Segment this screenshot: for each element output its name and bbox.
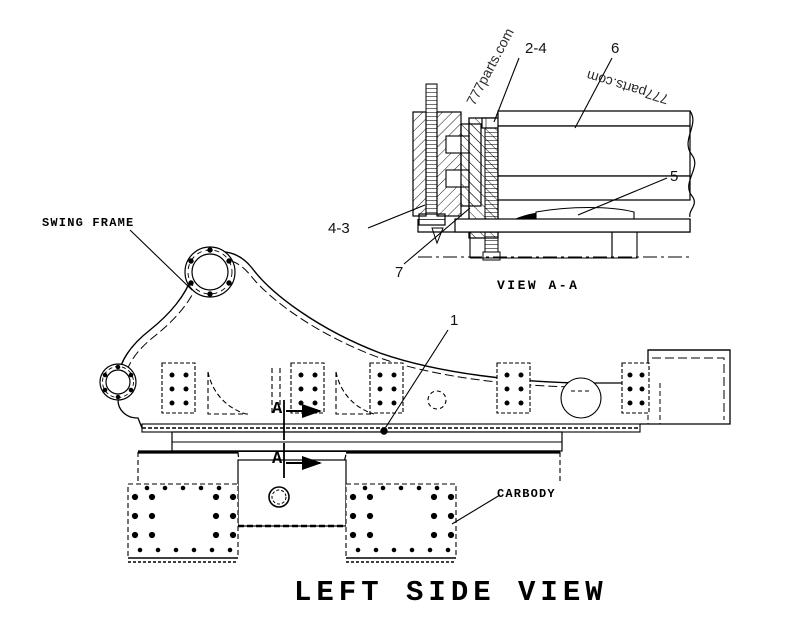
section-marker-upper-a: A (272, 400, 283, 419)
callout-7: 7 (395, 264, 404, 281)
carbody-assembly (127, 450, 561, 563)
detail-left-flange (412, 111, 462, 217)
swing-bearing-plate (141, 423, 641, 452)
detail-leader-lines (367, 57, 668, 265)
swing-frame-upper-boss (184, 246, 236, 298)
bolt-pad (161, 362, 196, 414)
detail-chamfer-mark (431, 227, 444, 245)
carbody-plate-right (345, 483, 457, 563)
main-leader-lines (129, 229, 501, 525)
section-marker-lower-a: A (272, 450, 283, 469)
callout-1: 1 (450, 312, 459, 329)
detail-base-plate (417, 218, 691, 259)
callout-6: 6 (611, 40, 620, 57)
main-view-left-side (99, 229, 731, 563)
bolt-pad (496, 362, 531, 414)
caption-view-a-a: VIEW A-A (497, 278, 580, 293)
callout-4-3: 4-3 (328, 220, 350, 237)
carbody-plate-left (127, 483, 239, 563)
frame-hole-large (560, 377, 602, 419)
section-line-upper (283, 400, 322, 440)
label-carbody: CARBODY (497, 487, 556, 501)
label-swing-frame: SWING FRAME (42, 216, 135, 230)
bearing-bolt (380, 427, 388, 435)
callout-5: 5 (670, 168, 679, 185)
caption-left-side-view: LEFT SIDE VIEW (294, 576, 608, 609)
section-line-lower (283, 443, 322, 478)
frame-hole-small (427, 390, 447, 410)
frame-gussets (207, 368, 375, 416)
detail-view-a-a (367, 57, 696, 265)
detail-frame-member (497, 110, 696, 218)
swing-frame-lower-boss (99, 363, 137, 401)
callout-2-4: 2-4 (525, 40, 547, 57)
bolt-pad (369, 362, 404, 414)
bolt-pad (290, 362, 325, 414)
bolt-pad (621, 362, 650, 414)
